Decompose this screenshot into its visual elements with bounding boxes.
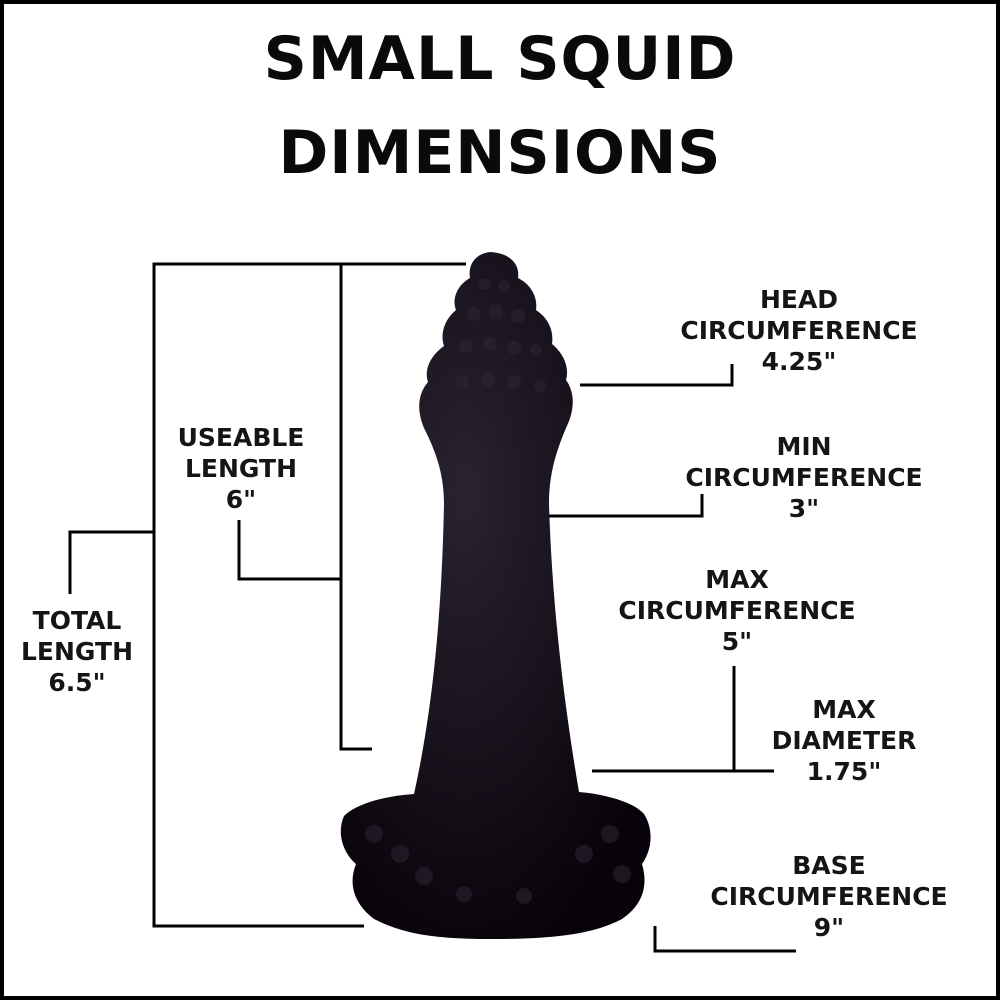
base-circumference-value: 9" bbox=[813, 913, 845, 942]
max-diameter-line-2: DIAMETER bbox=[771, 726, 917, 755]
total-length-line-2: LENGTH bbox=[21, 637, 133, 666]
max-circumference-line-1: MAX bbox=[705, 565, 769, 594]
label-max-diameter: MAX DIAMETER 1.75" bbox=[744, 694, 944, 787]
head-circumference-line-2: CIRCUMFERENCE bbox=[680, 316, 918, 345]
base-circumference-line-1: BASE bbox=[792, 851, 866, 880]
min-circumference-value: 3" bbox=[788, 494, 820, 523]
title-line-2: DIMENSIONS bbox=[278, 118, 722, 188]
max-circumference-line-2: CIRCUMFERENCE bbox=[618, 596, 856, 625]
total-length-leader bbox=[68, 530, 154, 594]
label-head-circumference: HEAD CIRCUMFERENCE 4.25" bbox=[664, 284, 934, 377]
head-circumference-line-1: HEAD bbox=[759, 285, 839, 314]
max-diameter-value: 1.75" bbox=[806, 757, 882, 786]
diagram-svg bbox=[68, 252, 796, 953]
product-body bbox=[340, 252, 651, 939]
useable-length-leader bbox=[237, 520, 341, 581]
title-line-1: SMALL SQUID bbox=[263, 24, 737, 94]
total-length-line-1: TOTAL bbox=[32, 606, 122, 635]
useable-length-bracket bbox=[339, 264, 372, 751]
base-circumference-line-2: CIRCUMFERENCE bbox=[710, 882, 948, 911]
min-circumference-line-1: MIN bbox=[776, 432, 832, 461]
product-texture bbox=[365, 278, 631, 904]
min-circumference-leader bbox=[549, 494, 704, 518]
useable-length-line-2: LENGTH bbox=[185, 454, 297, 483]
head-circumference-value: 4.25" bbox=[761, 347, 837, 376]
product-silhouette bbox=[340, 252, 651, 939]
total-length-bracket bbox=[152, 262, 466, 928]
label-base-circumference: BASE CIRCUMFERENCE 9" bbox=[694, 850, 964, 943]
label-min-circumference: MIN CIRCUMFERENCE 3" bbox=[669, 431, 939, 524]
head-circumference-leader bbox=[580, 364, 734, 387]
label-total-length: TOTAL LENGTH 6.5" bbox=[12, 605, 142, 698]
label-useable-length: USEABLE LENGTH 6" bbox=[166, 422, 316, 515]
base-circumference-leader bbox=[653, 926, 796, 953]
dimension-lines bbox=[68, 262, 796, 953]
useable-length-line-1: USEABLE bbox=[177, 423, 305, 452]
label-max-circumference: MAX CIRCUMFERENCE 5" bbox=[602, 564, 872, 657]
useable-length-value: 6" bbox=[225, 485, 257, 514]
total-length-value: 6.5" bbox=[48, 668, 106, 697]
min-circumference-line-2: CIRCUMFERENCE bbox=[685, 463, 923, 492]
max-circumference-value: 5" bbox=[721, 627, 753, 656]
max-diameter-line-1: MAX bbox=[812, 695, 876, 724]
